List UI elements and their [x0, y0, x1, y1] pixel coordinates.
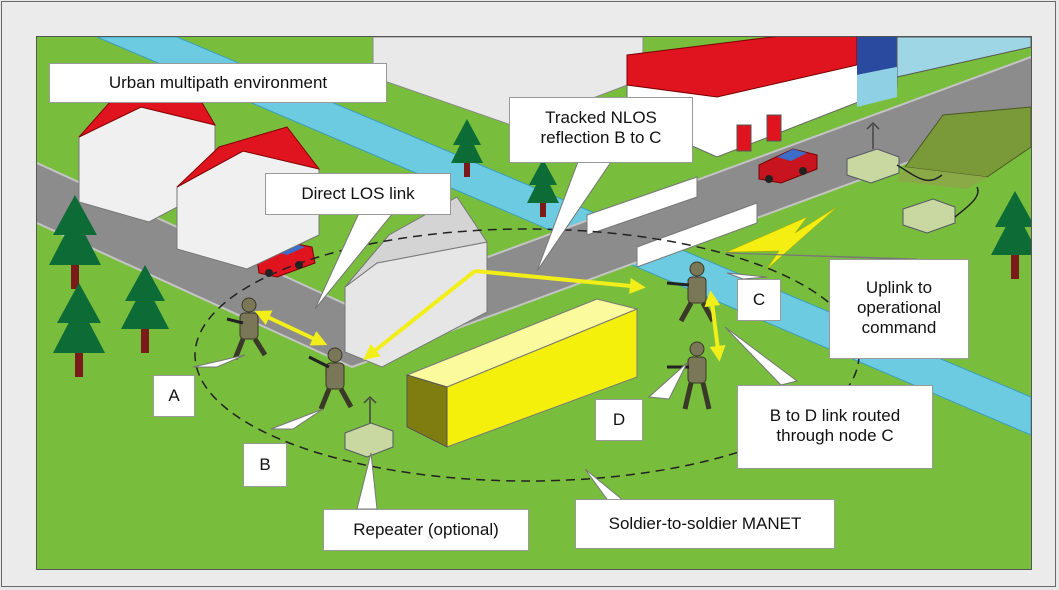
uplink-bolt [726, 206, 838, 270]
node-label-d: D [595, 399, 643, 441]
link-lines [254, 269, 726, 362]
soldier-d [667, 341, 712, 410]
callout-routed: B to D link routed through node C [737, 385, 933, 469]
callout-repeater: Repeater (optional) [323, 509, 529, 551]
scene: Urban multipath environment Tracked NLOS… [36, 36, 1032, 570]
road [37, 57, 1031, 367]
yellow-container [405, 298, 639, 448]
callout-urban: Urban multipath environment [49, 63, 387, 103]
soldier-b [308, 347, 354, 410]
callout-nlos: Tracked NLOS reflection B to C [509, 97, 693, 163]
wall-2 [636, 202, 758, 268]
radio-box-1 [846, 148, 900, 184]
radio-box-2 [902, 198, 956, 234]
nlos-path-line [474, 269, 646, 294]
node-label-c: C [737, 279, 781, 321]
nlos-reflect-line [363, 269, 477, 360]
callout-uplink: Uplink to operational command [829, 259, 969, 359]
cd-link-line [704, 290, 726, 362]
house-3 [344, 196, 488, 368]
gas-station [626, 37, 1031, 158]
callout-los: Direct LOS link [265, 173, 451, 215]
wall-1 [586, 176, 698, 236]
tree-icons [49, 119, 1031, 377]
node-label-a: A [153, 375, 195, 417]
repeater-box [344, 422, 394, 458]
command-tent [897, 106, 1031, 189]
callout-manet: Soldier-to-soldier MANET [575, 499, 835, 549]
los-link-line [254, 310, 328, 346]
callout-pointers [192, 158, 918, 516]
node-label-b: B [243, 443, 287, 487]
car-red-2 [758, 148, 818, 184]
soldier-a [226, 297, 268, 360]
